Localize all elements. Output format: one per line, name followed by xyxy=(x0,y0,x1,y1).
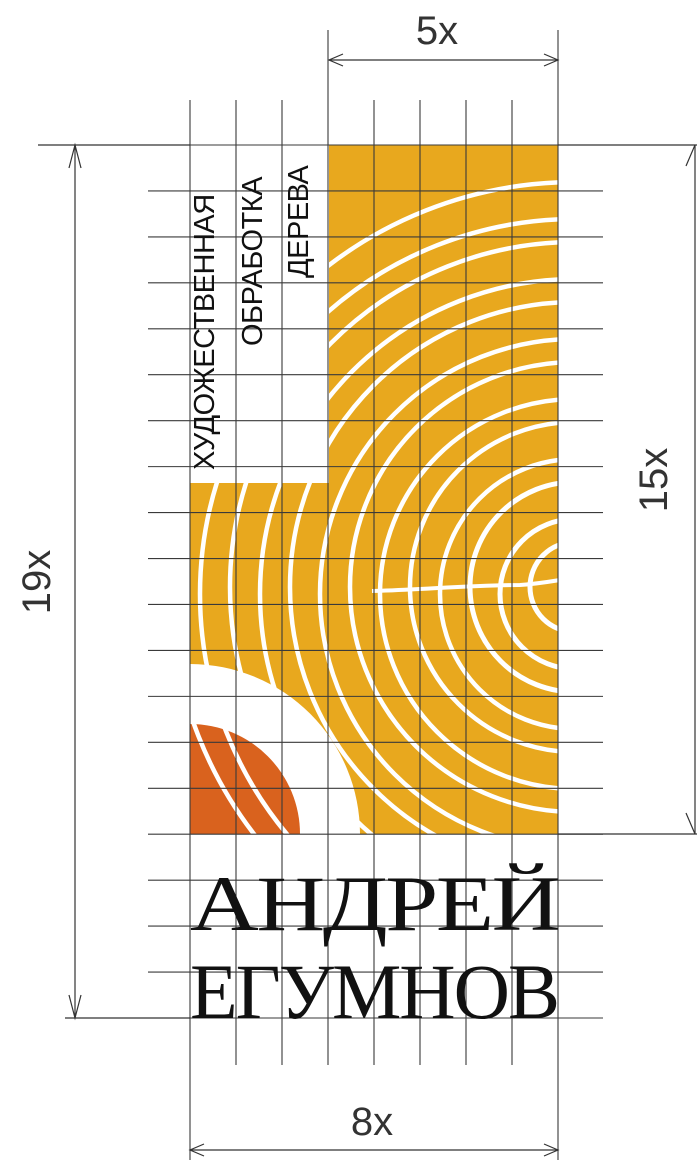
wood-ring xyxy=(287,299,558,834)
subtitle-line-1: ХУДОЖЕСТВЕННАЯ xyxy=(189,194,221,470)
wood-ring xyxy=(437,456,558,732)
dim-right-arrow-bottom xyxy=(685,812,696,835)
name-line-1: АНДРЕЙ xyxy=(190,860,559,947)
dim-left-arrow-bottom xyxy=(68,994,82,1021)
dim-left-arrow-top xyxy=(68,142,82,169)
wood-ring xyxy=(227,239,558,834)
wood-crack xyxy=(371,578,558,593)
dim-top-arrow-left xyxy=(327,53,344,67)
dimension-lines xyxy=(38,53,697,1157)
dim-bottom-arrow-right xyxy=(543,1143,560,1157)
wood-ring xyxy=(527,539,558,635)
dim-bottom-arrow-left xyxy=(188,1143,205,1157)
dim-top-arrow-right xyxy=(543,53,560,67)
wood-ring xyxy=(197,216,558,834)
wood-ring xyxy=(377,396,558,792)
construction-grid xyxy=(148,30,603,1160)
subtitle-line-3: ДЕРЕВА xyxy=(283,164,315,278)
dim-label-left: 19x xyxy=(15,550,59,615)
subtitle-line-2: ОБРАБОТКА xyxy=(237,176,269,346)
dim-label-top: 5x xyxy=(416,9,458,53)
dim-right-arrow-top xyxy=(685,144,696,167)
dim-label-bottom: 8x xyxy=(351,1100,393,1144)
wood-ring xyxy=(497,516,558,672)
wood-ring xyxy=(317,336,558,834)
white-ring xyxy=(190,664,360,834)
wood-ring xyxy=(257,276,558,834)
wood-ring xyxy=(347,359,558,815)
orange-quarter-circle xyxy=(190,724,300,834)
wood-ring xyxy=(407,419,558,755)
dim-label-right: 15x xyxy=(632,448,676,513)
name-line-2: ЕГУМНОВ xyxy=(190,948,558,1035)
